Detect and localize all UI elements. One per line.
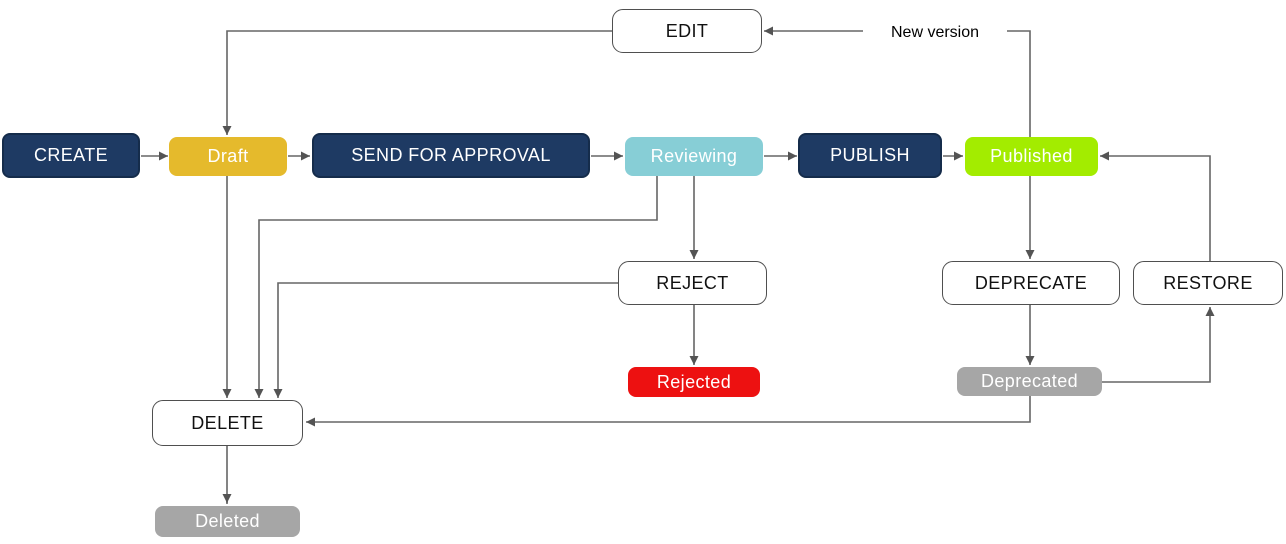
node-deprecate: DEPRECATE — [942, 261, 1120, 305]
node-restore-label: RESTORE — [1163, 272, 1253, 293]
node-edit-label: EDIT — [665, 20, 709, 41]
node-delete-label: DELETE — [191, 412, 264, 433]
edge-edit-draft — [222, 30, 612, 135]
node-create: CREATE — [2, 133, 140, 178]
edge-deprecated-delete — [306, 396, 1031, 427]
node-deleted: Deleted — [155, 506, 300, 537]
edge-deprecated-restore — [1102, 307, 1215, 383]
edge-restore-published — [1100, 151, 1211, 261]
node-rejected: Rejected — [628, 367, 760, 397]
node-deleted-label: Deleted — [195, 511, 260, 531]
node-reject: REJECT — [618, 261, 767, 305]
node-deprecate-label: DEPRECATE — [974, 272, 1088, 293]
node-published-label: Published — [990, 146, 1073, 166]
node-publish-label: PUBLISH — [830, 145, 910, 165]
edge-label-new-version: New version — [863, 20, 1007, 46]
node-deprecated: Deprecated — [957, 367, 1102, 396]
node-draft: Draft — [169, 137, 287, 176]
node-draft-label: Draft — [207, 146, 249, 166]
node-create-label: CREATE — [33, 145, 109, 165]
edge-reject-delete — [273, 282, 618, 398]
node-send-for-approval-label: SEND FOR APPROVAL — [351, 145, 551, 165]
edge-reviewing-delete — [254, 176, 658, 398]
node-reject-label: REJECT — [656, 272, 729, 293]
edge-published-edit-newversion — [764, 26, 1031, 137]
node-rejected-label: Rejected — [656, 371, 732, 392]
node-published: Published — [965, 137, 1098, 176]
node-send-for-approval: SEND FOR APPROVAL — [312, 133, 590, 178]
node-delete: DELETE — [152, 400, 303, 446]
node-reviewing: Reviewing — [625, 137, 763, 176]
node-publish: PUBLISH — [798, 133, 942, 178]
node-deprecated-label: Deprecated — [980, 371, 1079, 391]
node-restore: RESTORE — [1133, 261, 1283, 305]
node-reviewing-label: Reviewing — [650, 146, 738, 166]
node-edit: EDIT — [612, 9, 762, 53]
